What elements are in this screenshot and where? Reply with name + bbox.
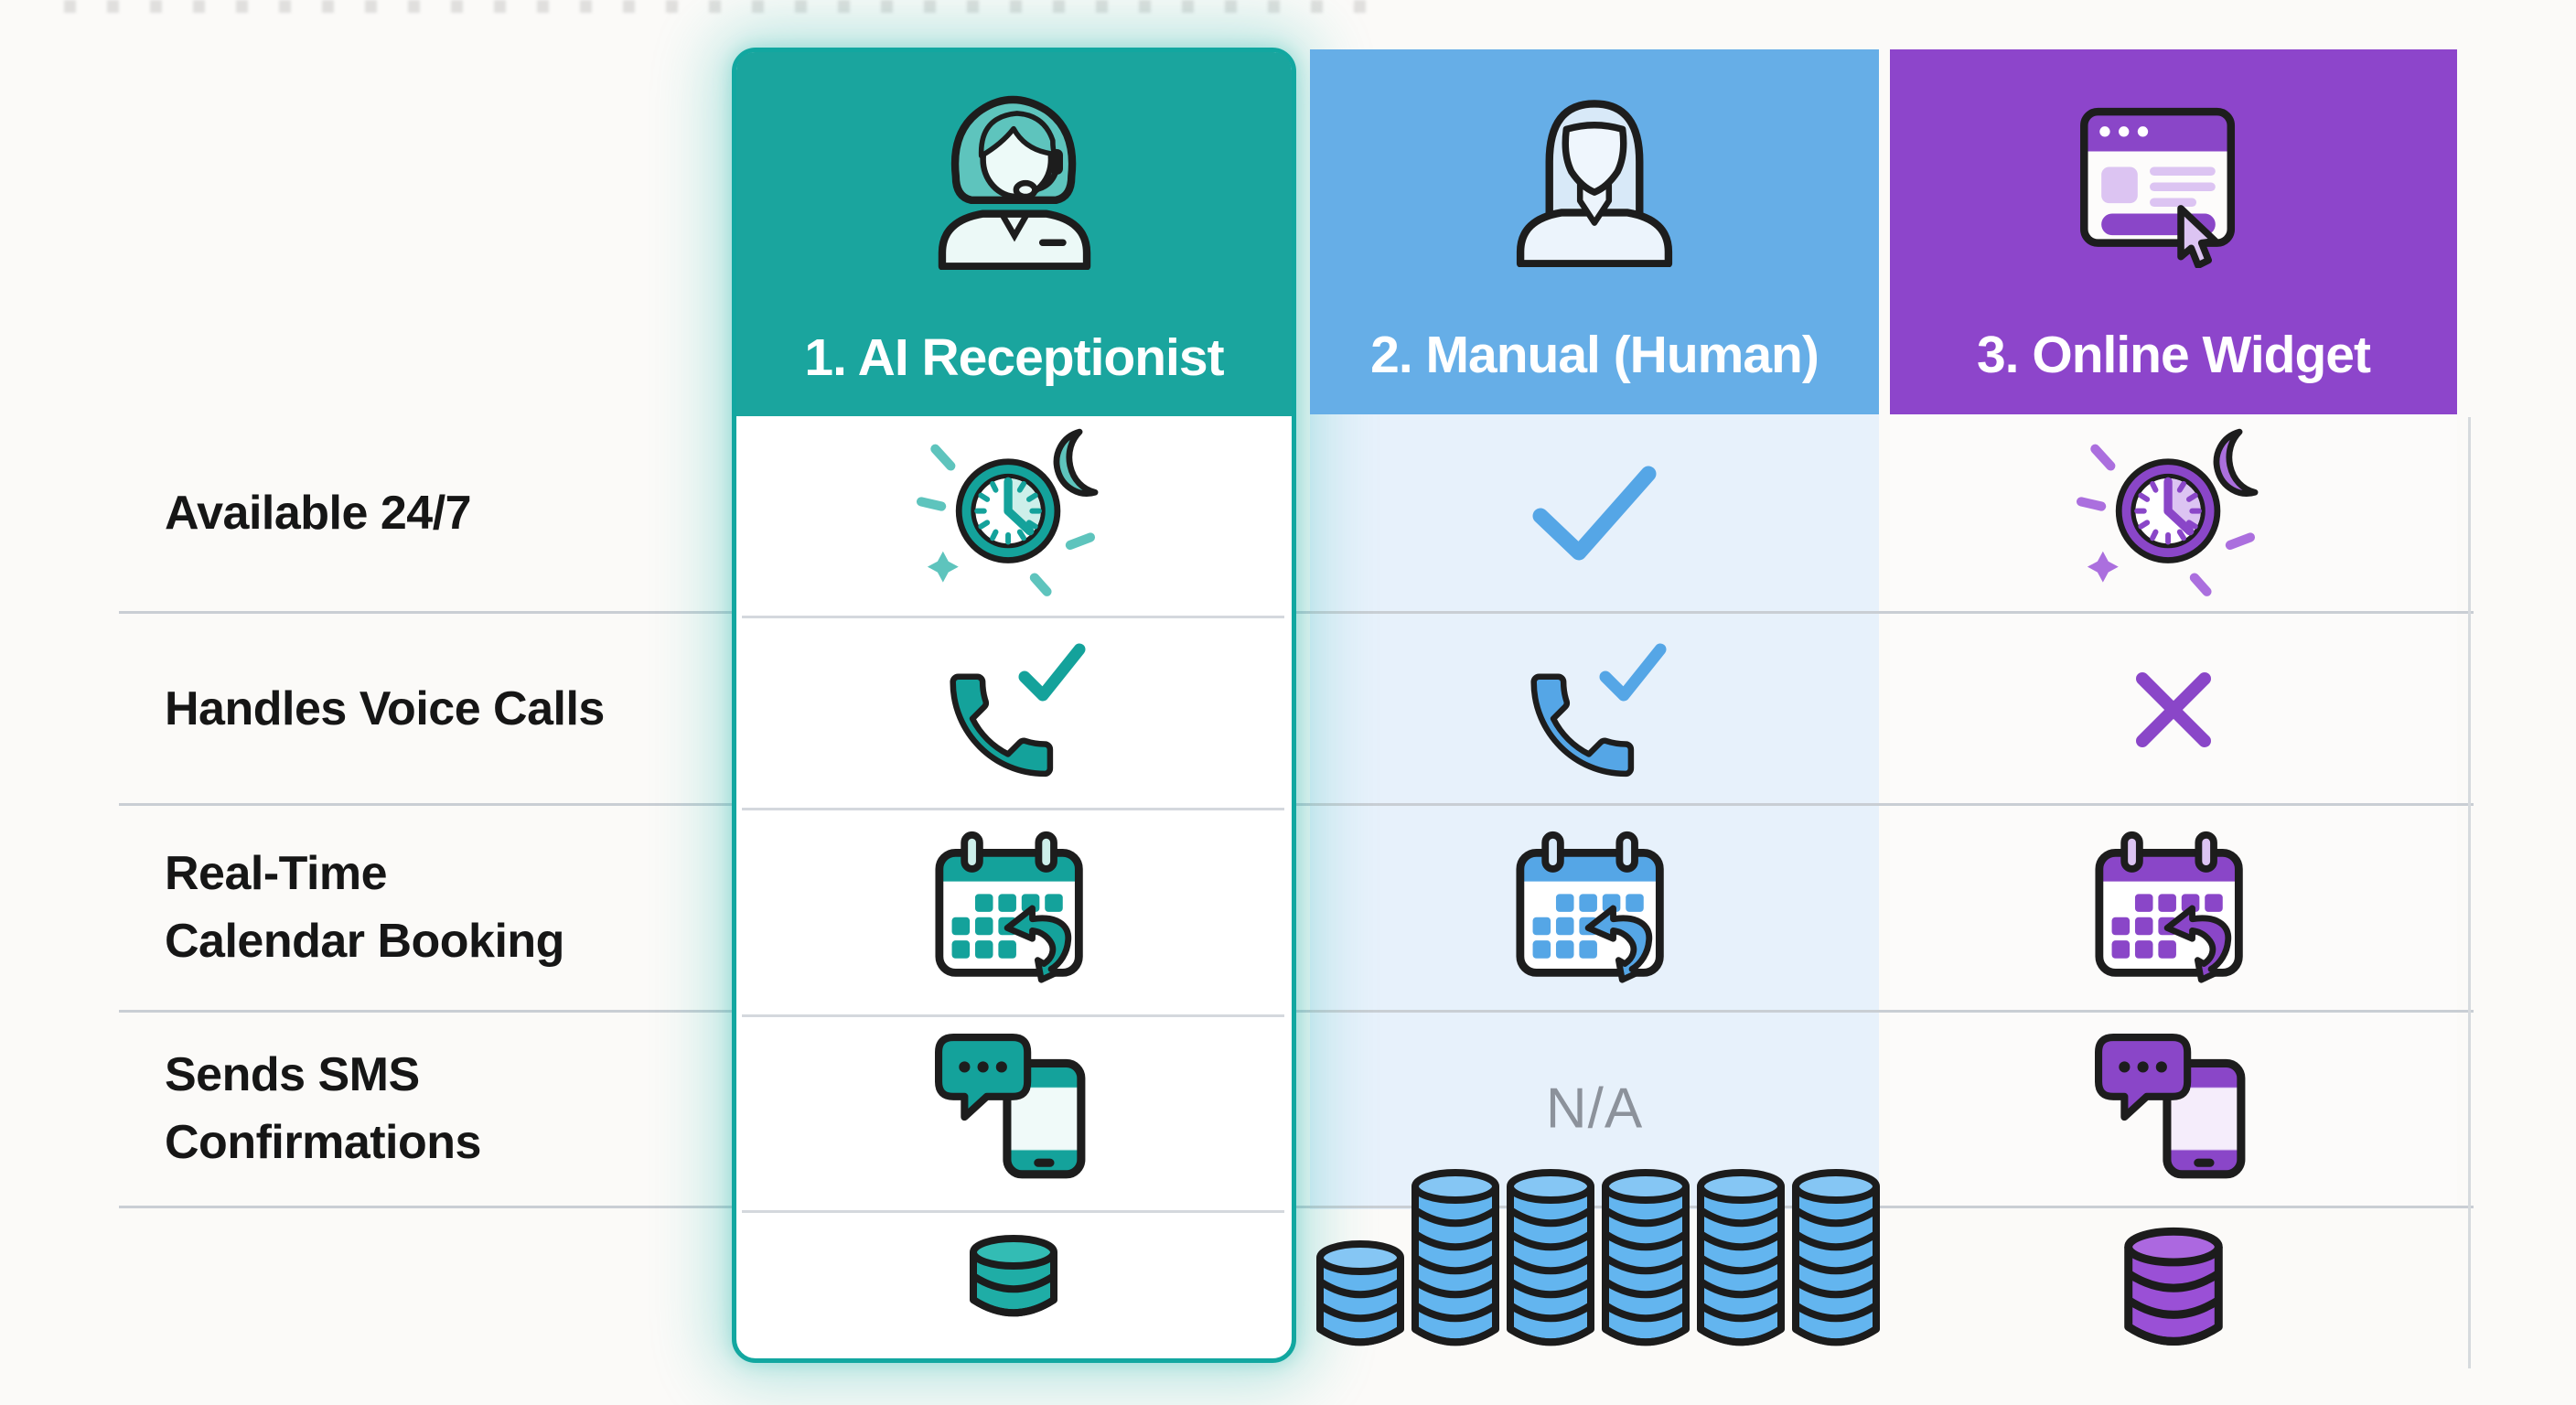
na-label: N/A	[1545, 1077, 1644, 1141]
coin-stack-icon	[1792, 1169, 1880, 1346]
cell-voice-widget	[2128, 664, 2219, 756]
row-divider	[119, 803, 2474, 806]
cell-sms-ai	[935, 1032, 1092, 1185]
cell-available-widget	[2077, 424, 2270, 605]
coin-stack-icon	[1411, 1169, 1499, 1346]
coin-stack-icon	[970, 1235, 1057, 1317]
column-title-widget: 3. Online Widget	[1976, 326, 2371, 384]
cell-calendar-manual	[1509, 828, 1680, 987]
cell-available-ai	[917, 424, 1111, 605]
row-divider	[119, 1010, 2474, 1013]
row-label-voice: Handles Voice Calls	[165, 682, 605, 735]
cell-voice-manual	[1514, 637, 1675, 783]
cross-icon	[2128, 664, 2219, 756]
row-label-available: Available 24/7	[165, 487, 472, 540]
sms-phone-icon	[935, 1032, 1092, 1185]
cost-coins-widget	[2122, 1226, 2225, 1348]
clock-moon-icon	[2077, 424, 2270, 605]
cell-voice-ai	[933, 637, 1094, 783]
column-title-ai: 1. AI Receptionist	[804, 328, 1224, 387]
column-header-widget: 3. Online Widget	[1890, 49, 2457, 414]
phone-check-icon	[933, 637, 1094, 783]
coin-stack-icon	[1316, 1240, 1404, 1346]
woman-silhouette-icon	[1497, 73, 1692, 267]
row-divider	[742, 1014, 1284, 1017]
column-header-ai: 1. AI Receptionist	[736, 52, 1292, 416]
cell-calendar-ai	[928, 828, 1099, 987]
row-label-calendar: Real-Time Calendar Booking	[165, 847, 564, 968]
row-label-sms: Sends SMS Confirmations	[165, 1048, 481, 1169]
cell-sms-manual: N/A	[1546, 1077, 1643, 1142]
coin-stack-icon	[1507, 1169, 1594, 1346]
calendar-booking-icon	[1509, 828, 1680, 987]
cell-sms-widget	[2095, 1032, 2252, 1185]
calendar-booking-icon	[2088, 828, 2259, 987]
cell-available-manual	[1526, 457, 1663, 567]
cost-coins-manual	[1315, 1167, 1882, 1348]
checkmark-icon	[1526, 457, 1663, 567]
column-card-ai-receptionist: 1. AI Receptionist	[732, 48, 1296, 1363]
calendar-booking-icon	[928, 828, 1099, 987]
column-title-manual: 2. Manual (Human)	[1370, 326, 1819, 384]
receptionist-headset-icon	[917, 76, 1112, 270]
sms-phone-icon	[2095, 1032, 2252, 1185]
column3-right-divider	[2468, 417, 2471, 1368]
row-divider	[119, 1206, 2474, 1208]
browser-widget-cursor-icon	[2072, 82, 2275, 268]
row-divider	[742, 1210, 1284, 1213]
clock-moon-icon	[917, 424, 1111, 605]
coin-stack-icon	[2124, 1227, 2223, 1346]
row-divider	[742, 808, 1284, 810]
cell-calendar-widget	[2088, 828, 2259, 987]
coin-stack-icon	[1697, 1169, 1785, 1346]
row-divider	[742, 616, 1284, 618]
row-divider	[119, 611, 2474, 614]
column-header-manual: 2. Manual (Human)	[1310, 49, 1879, 414]
phone-check-icon	[1514, 637, 1675, 783]
cost-coins-ai	[968, 1233, 1059, 1319]
column-body-manual	[1310, 414, 1879, 1209]
cropped-text-artifact	[64, 0, 1372, 13]
coin-stack-icon	[1602, 1169, 1690, 1346]
